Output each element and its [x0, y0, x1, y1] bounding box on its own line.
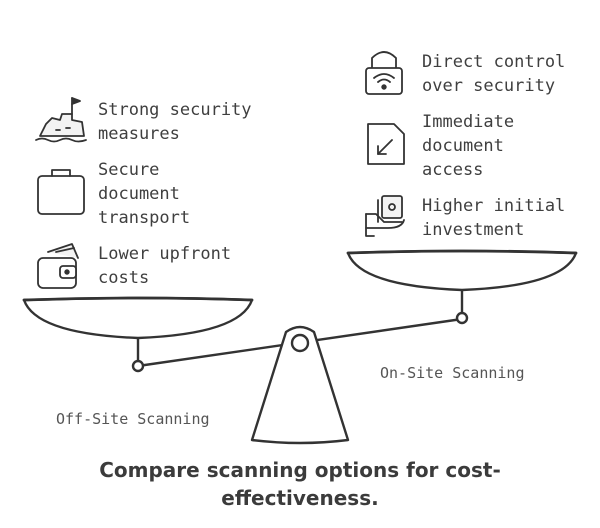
left-item-lower-costs: Lower upfront costs — [98, 244, 232, 288]
padlock-wifi-icon — [365, 51, 403, 95]
left-pan — [22, 296, 254, 340]
on-site-label: On-Site Scanning — [380, 364, 525, 382]
right-pivot — [455, 311, 469, 325]
right-item-immediate-access: Immediate document access — [422, 112, 515, 180]
diagram-caption: Compare scanning options for cost-effect… — [99, 458, 501, 510]
off-site-label: Off-Site Scanning — [56, 410, 210, 428]
fulcrum-stand — [250, 325, 350, 445]
money-hand-icon — [365, 195, 405, 237]
left-item-secure-transport: Secure document transport — [98, 160, 191, 228]
right-item-direct-control: Direct control over security — [422, 52, 566, 96]
right-item-higher-investment: Higher initial investment — [422, 196, 566, 240]
left-pivot — [131, 359, 145, 373]
right-pan — [346, 249, 578, 292]
left-item-strong-security: Strong security measures — [98, 100, 252, 144]
document-arrow-icon — [367, 123, 405, 165]
wallet-icon — [37, 243, 79, 289]
fortress-icon — [35, 97, 87, 143]
fulcrum-knob — [290, 333, 310, 353]
briefcase-icon — [37, 169, 85, 215]
